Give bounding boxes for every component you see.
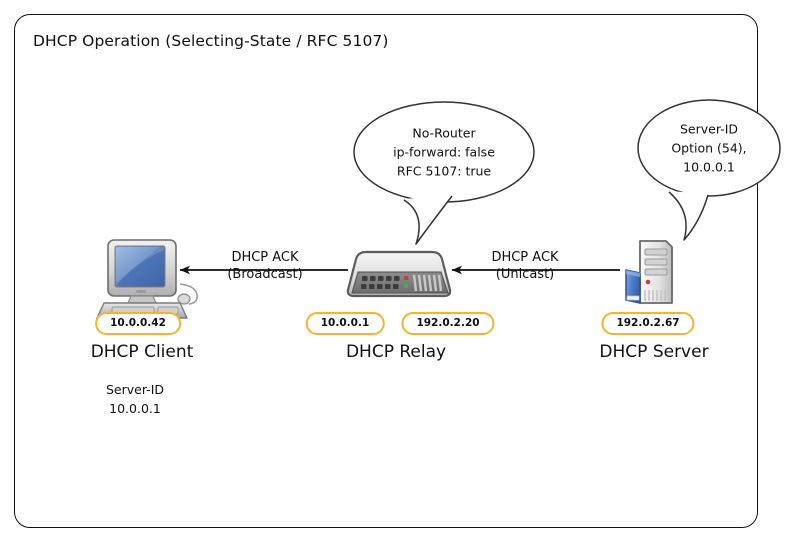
- node-label-server: DHCP Server: [599, 342, 709, 362]
- ip-badge-client: 10.0.0.42: [95, 312, 181, 335]
- callout-bubble-server: [637, 99, 781, 241]
- ip-badge-relay-wan: 192.0.2.20: [401, 312, 495, 335]
- network-switch-icon: [346, 250, 452, 298]
- callout-bubble-relay: [353, 101, 535, 245]
- diagram-frame: [14, 14, 758, 528]
- callout-server-line1: Server-ID: [679, 121, 739, 137]
- client-note-line2: 10.0.0.1: [109, 401, 161, 416]
- desktop-computer-icon: [95, 239, 198, 319]
- arrow-label-relay-to-client: DHCP ACK (Broadcast): [227, 249, 302, 283]
- client-note-line1: Server-ID: [105, 382, 165, 397]
- callout-relay-line2: ip-forward: false: [393, 144, 495, 160]
- ip-badge-relay-lan: 10.0.0.1: [305, 312, 385, 335]
- node-label-relay: DHCP Relay: [345, 342, 447, 362]
- callout-text-relay: No-Router ip-forward: false RFC 5107: tr…: [393, 124, 495, 181]
- arrow-label-broadcast-line2: (Broadcast): [227, 267, 303, 282]
- page-title: DHCP Operation (Selecting-State / RFC 51…: [33, 32, 389, 50]
- server-tower-icon: [625, 240, 673, 304]
- arrow-label-unicast-line1: DHCP ACK: [491, 250, 559, 265]
- callout-relay-line1: No-Router: [412, 125, 476, 141]
- callout-server-line2: Option (54),: [671, 140, 747, 156]
- callout-server-line3: 10.0.0.1: [683, 159, 735, 175]
- node-label-client: DHCP Client: [90, 342, 194, 362]
- arrow-label-broadcast-line1: DHCP ACK: [231, 250, 299, 265]
- client-server-id-note: Server-ID 10.0.0.1: [106, 380, 164, 418]
- callout-relay-line3: RFC 5107: true: [396, 163, 492, 179]
- ip-badge-server: 192.0.2.67: [601, 312, 695, 335]
- arrow-label-server-to-relay: DHCP ACK (Unicast): [491, 249, 558, 283]
- callout-text-server: Server-ID Option (54), 10.0.0.1: [671, 120, 746, 177]
- arrow-label-unicast-line2: (Unicast): [495, 267, 555, 282]
